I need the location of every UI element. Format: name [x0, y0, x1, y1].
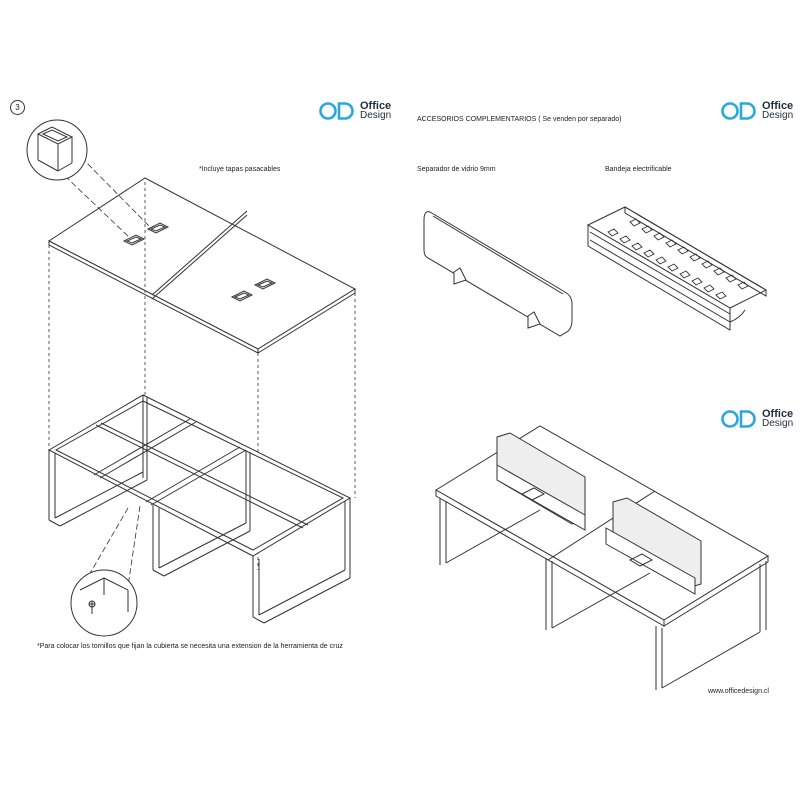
- exploded-desk-drawing: [27, 120, 355, 636]
- desk-tabletop: [49, 178, 355, 353]
- detail-a-magnifier: [27, 120, 87, 180]
- office-design-logo: Office Design: [720, 409, 793, 429]
- screw-tool-note: *Para colocar los tornillos que fijan la…: [37, 643, 343, 650]
- logo-word-design: Design: [762, 418, 794, 429]
- glass-divider-drawing: [424, 212, 572, 336]
- grommet-icon: [124, 235, 144, 245]
- desk-frame: [49, 395, 350, 623]
- cable-tray-label: Bandeja electrificable: [605, 166, 672, 173]
- step-number: 3: [10, 100, 25, 115]
- logo-od-icon: [319, 102, 354, 120]
- grommet-icon: [630, 554, 652, 566]
- logo-word-office: Office: [762, 408, 794, 420]
- grommet-icon: [522, 488, 544, 500]
- cable-tray: [497, 465, 585, 530]
- office-design-logo: Office Design: [318, 101, 391, 121]
- accessories-heading: ACCESORIOS COMPLEMENTARIOS ( Se venden p…: [417, 116, 622, 123]
- logo-word-design: Design: [360, 110, 392, 121]
- cable-tray-drawing: [588, 207, 766, 330]
- logo-od-icon: [721, 102, 756, 120]
- website-url: www.officedesign.cl: [708, 688, 769, 695]
- divider-foot: [528, 312, 540, 328]
- divider-foot: [454, 268, 466, 284]
- logo-word-office: Office: [762, 100, 794, 112]
- grommet-icon: [148, 223, 168, 233]
- includes-cable-caps-note: *Incluye tapas pasacables: [199, 166, 281, 173]
- logo-word-office: Office: [360, 100, 392, 112]
- grommet-icon: [232, 291, 252, 301]
- office-design-logo: Office Design: [720, 101, 793, 121]
- detail-b-magnifier: [71, 570, 137, 636]
- glass-divider-label: Separador de vidrio 9mm: [417, 166, 496, 173]
- assembled-desk-drawing: [436, 426, 768, 690]
- tray-cutouts: [608, 219, 748, 299]
- logo-word-design: Design: [762, 110, 794, 121]
- logo-od-icon: [721, 410, 756, 428]
- grommet-icon: [255, 279, 275, 289]
